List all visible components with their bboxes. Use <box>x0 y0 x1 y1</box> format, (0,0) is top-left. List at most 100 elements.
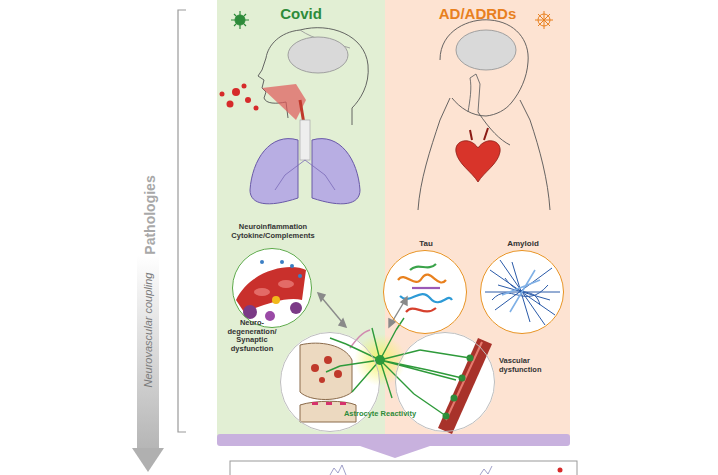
output-band <box>217 434 577 475</box>
bracket <box>178 10 186 432</box>
neuroinflammation-art <box>243 305 257 319</box>
link-arrow <box>339 319 346 327</box>
link-arrow <box>392 302 404 322</box>
amyloid-art <box>502 270 540 312</box>
gradient-arrow <box>132 255 164 472</box>
neuroinflammation-art <box>280 260 284 264</box>
ad-person-sketch <box>418 20 550 210</box>
circle-heading: Tau <box>396 239 456 248</box>
output-band <box>230 461 577 475</box>
covid-head-sketch <box>258 28 368 125</box>
virus-spray <box>220 84 307 121</box>
ad-icon <box>535 11 553 29</box>
bracket <box>178 10 186 432</box>
panel-ground <box>217 0 570 436</box>
heart <box>470 128 488 140</box>
vessel-art <box>446 342 482 420</box>
link-arrow <box>401 297 407 305</box>
ad-person-sketch <box>478 112 510 145</box>
panel-heading: Covid <box>217 5 385 22</box>
ad-person-sketch <box>520 100 550 210</box>
synapse-art <box>312 402 318 405</box>
synapse-art <box>334 370 342 378</box>
virus-spray <box>242 84 247 89</box>
output-band <box>217 434 570 446</box>
pathology-circle: Amyloid <box>480 250 564 334</box>
synapse-art <box>324 356 332 364</box>
ad-panel: AD/ADRDsTauAmyloidVascular dysfunction <box>385 0 570 436</box>
tau-art <box>410 264 436 270</box>
virus-spray <box>227 101 234 108</box>
synapse-art <box>340 402 346 405</box>
gradient-arrow <box>132 448 164 472</box>
link-arrow <box>389 319 395 327</box>
gradient-arrow <box>137 255 159 450</box>
virus-spray <box>254 106 259 111</box>
pathology-circle: Neuroinflammation Cytokine/Complements <box>232 248 312 328</box>
synapse-art <box>326 402 332 405</box>
neuroinflammation-art <box>290 264 294 268</box>
lungs <box>300 120 310 160</box>
virus-spray <box>232 88 240 96</box>
tau-art <box>398 264 452 312</box>
neuroinflammation-art <box>236 260 306 321</box>
tau-art <box>398 275 446 283</box>
output-band <box>558 468 563 473</box>
panel-ground <box>385 0 570 436</box>
link-arrow <box>318 293 325 301</box>
circle-ground <box>232 248 312 328</box>
heart <box>456 128 500 182</box>
pathology-circle: Tau <box>383 250 467 334</box>
heart <box>456 141 500 182</box>
synapse-art <box>311 364 319 372</box>
axis-label: Pathologies <box>142 175 158 254</box>
output-band <box>330 465 492 475</box>
synapse-art <box>319 377 325 383</box>
lungs <box>312 139 360 204</box>
neuroinflammation-art <box>254 288 270 296</box>
astrocyte <box>375 355 385 365</box>
tau-art <box>406 308 436 312</box>
virus-icon <box>231 11 249 29</box>
circle-heading: Amyloid <box>493 239 553 248</box>
panel-heading: AD/ADRDs <box>385 5 570 22</box>
tau-art <box>412 287 440 289</box>
circle-heading: Neuro-degeneration/ Synaptic dysfunction <box>220 319 284 354</box>
virus-spray <box>245 97 251 103</box>
vessel-art <box>438 338 492 434</box>
lungs <box>250 120 360 204</box>
covid-head-sketch <box>288 37 348 73</box>
output-band <box>360 446 430 458</box>
link-arrow <box>322 298 342 322</box>
vessel-art <box>438 338 492 434</box>
tau-art <box>400 294 452 302</box>
ad-icon <box>535 11 553 29</box>
virus-icon <box>231 11 249 29</box>
ad-person-sketch <box>440 20 528 116</box>
ad-person-sketch <box>456 30 516 70</box>
astrocyte-label: Astrocyte Reactivity <box>342 410 418 419</box>
covid-panel: CovidNeuroinflammation Cytokine/Compleme… <box>217 0 385 436</box>
ad-person-sketch <box>418 98 450 210</box>
synapse-art <box>300 330 370 422</box>
circle-heading: Vascular dysfunction <box>499 357 567 374</box>
link-arrow <box>318 293 407 327</box>
lungs <box>275 160 335 190</box>
circle-ground <box>383 250 467 334</box>
circle-heading: Neuroinflammation Cytokine/Complements <box>215 223 331 240</box>
circle-ground <box>232 248 564 432</box>
amyloid-art <box>485 260 560 325</box>
ad-person-sketch <box>468 74 480 112</box>
neuroinflammation-art <box>278 280 294 288</box>
neuroinflammation-art <box>272 296 280 304</box>
neuroinflammation-art <box>298 274 302 278</box>
arrow-label: Neurovascular coupling <box>142 273 155 388</box>
circle-ground <box>480 250 564 334</box>
neuroinflammation-art <box>290 302 302 314</box>
neuroinflammation-art <box>265 311 275 321</box>
vessel-art <box>451 395 458 402</box>
neuroinflammation-art <box>260 260 264 264</box>
virus-spray <box>220 92 225 97</box>
